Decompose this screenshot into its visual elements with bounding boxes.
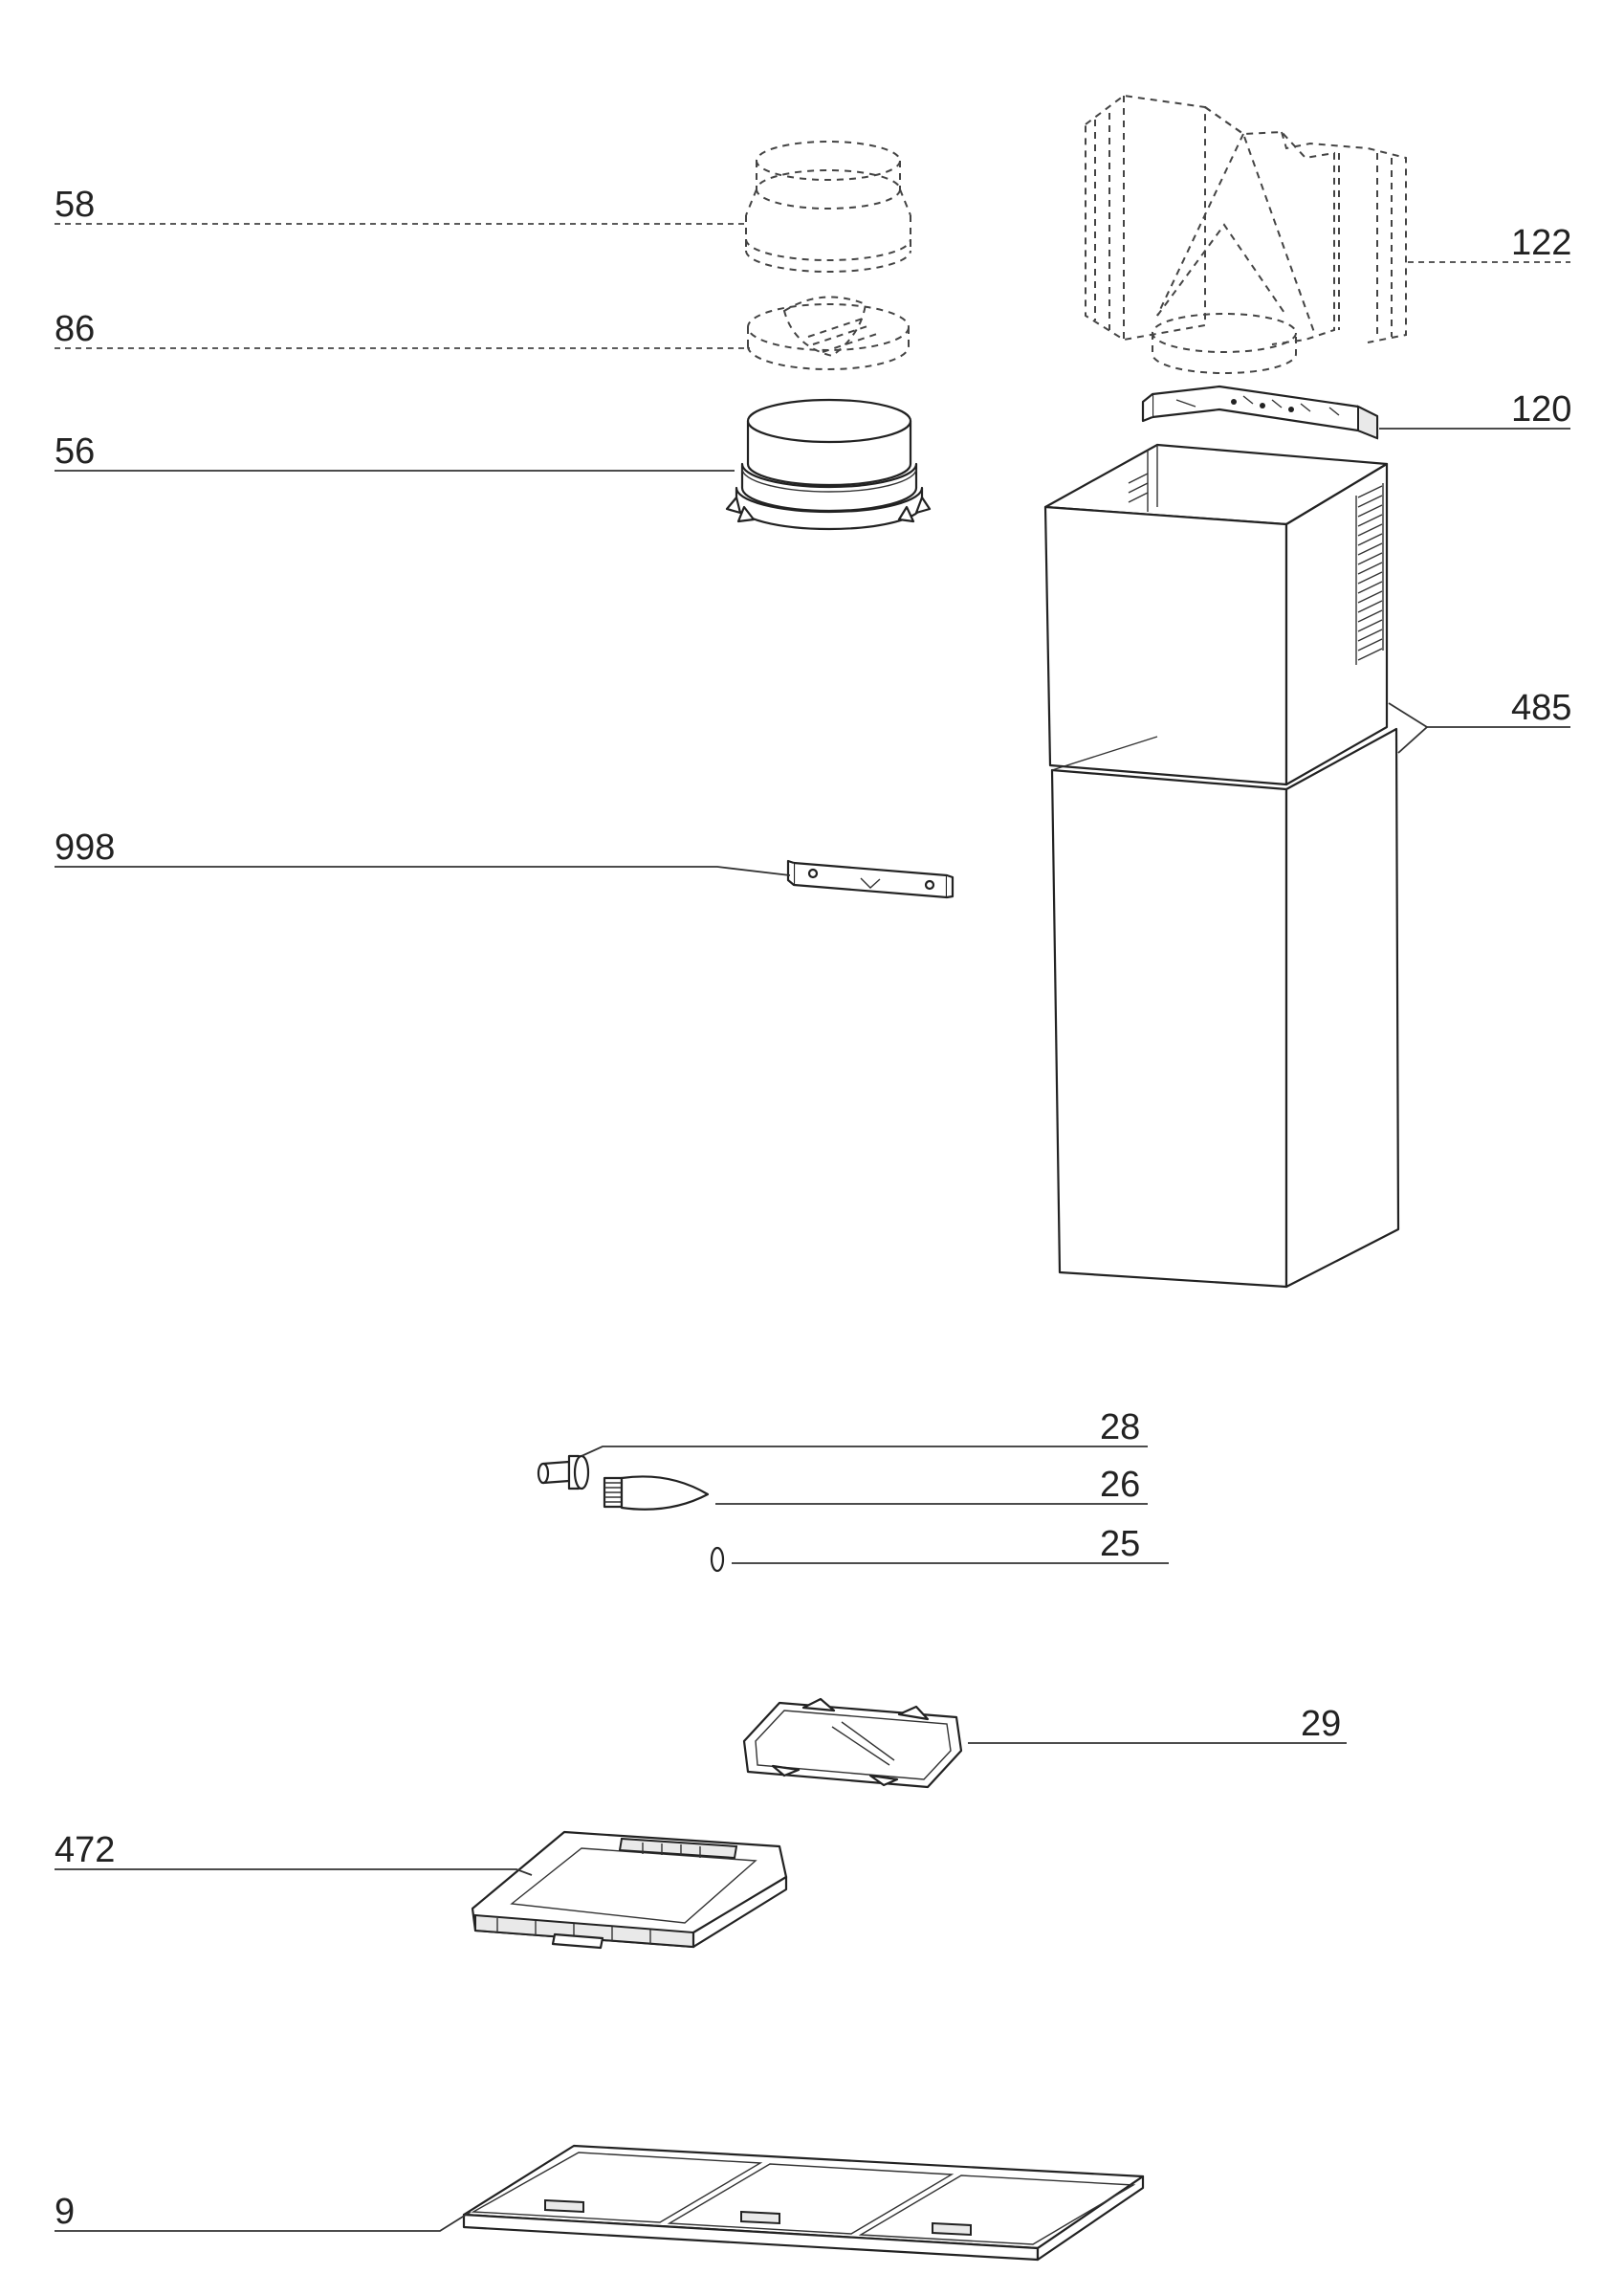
callout-58: 58 <box>55 185 748 225</box>
callout-120: 120 <box>1379 389 1571 430</box>
part-122-air-outlet <box>1085 94 1407 374</box>
callout-56: 56 <box>55 431 735 472</box>
callout-998: 998 <box>55 828 791 876</box>
svg-text:9: 9 <box>55 2192 75 2232</box>
part-86-backdraft-valve <box>747 296 910 370</box>
svg-text:56: 56 <box>55 431 95 472</box>
part-472-lamp-frame <box>471 1830 788 1950</box>
svg-text:25: 25 <box>1100 1524 1140 1564</box>
callout-472: 472 <box>55 1830 533 1876</box>
svg-text:485: 485 <box>1511 688 1571 728</box>
part-26-bulb <box>603 1475 710 1511</box>
part-998-bracket <box>786 859 955 899</box>
svg-text:29: 29 <box>1301 1704 1341 1744</box>
callout-86: 86 <box>55 309 750 349</box>
part-28-lamp-holder <box>537 1454 590 1490</box>
svg-text:998: 998 <box>55 828 115 868</box>
callout-9: 9 <box>55 2192 472 2232</box>
part-120-upper-bracket <box>1141 385 1379 440</box>
svg-text:472: 472 <box>55 1830 115 1870</box>
svg-text:86: 86 <box>55 309 95 349</box>
part-56-adapter-ring <box>725 398 932 531</box>
callout-485: 485 <box>1388 688 1571 754</box>
svg-text:120: 120 <box>1511 389 1571 430</box>
part-25-ring <box>710 1546 725 1573</box>
part-485-chimney <box>1043 443 1400 1289</box>
callout-26: 26 <box>715 1465 1148 1505</box>
svg-text:122: 122 <box>1511 223 1571 263</box>
callout-29: 29 <box>968 1704 1347 1744</box>
part-29-lamp-glass <box>742 1697 963 1789</box>
part-9-grease-filters <box>462 2144 1145 2262</box>
svg-text:58: 58 <box>55 185 95 225</box>
callout-122: 122 <box>1408 223 1571 263</box>
svg-text:26: 26 <box>1100 1465 1140 1505</box>
callout-25: 25 <box>732 1524 1169 1564</box>
callout-28: 28 <box>581 1407 1148 1457</box>
svg-text:28: 28 <box>1100 1407 1140 1447</box>
chimney-vent-slots <box>1128 473 1384 665</box>
part-58-reducer-ring <box>745 141 911 273</box>
